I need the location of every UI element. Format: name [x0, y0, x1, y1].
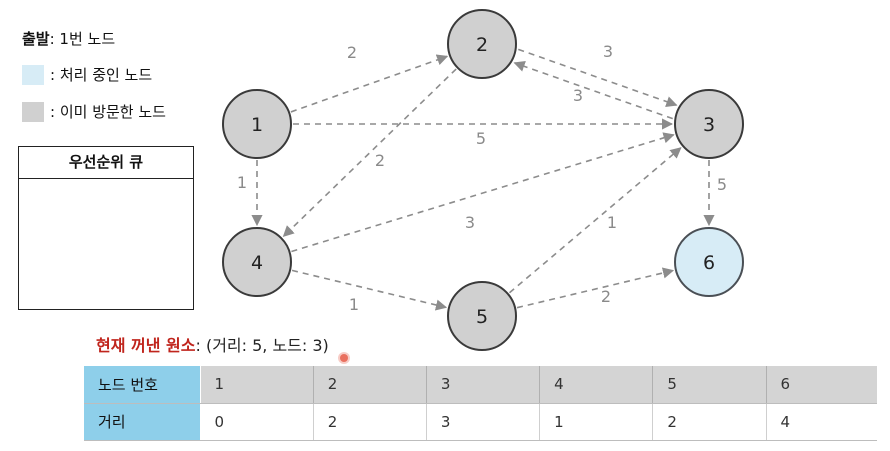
distance-cell: 4 [765, 403, 877, 441]
node-number-header: 노드 번호 [84, 366, 201, 404]
graph-node-3 [674, 89, 744, 159]
graph-node-4 [222, 227, 292, 297]
edge-2-4 [282, 68, 457, 238]
graph-node-label: 6 [703, 252, 715, 274]
start-legend: 출발: 1번 노드 [22, 28, 115, 49]
visited-swatch [22, 101, 44, 122]
graph-node-label: 5 [476, 306, 488, 328]
distance-header: 거리 [84, 402, 201, 441]
edge-1-2 [290, 54, 449, 113]
processing-swatch [22, 64, 44, 85]
node-number-cell: 4 [539, 366, 653, 404]
distance-cell: 2 [312, 403, 427, 441]
graph-node-label: 1 [251, 114, 263, 136]
edge-weight-label: 1 [349, 295, 359, 314]
edge-weight-label: 2 [601, 287, 611, 306]
edge-weight-label: 3 [573, 86, 583, 105]
distance-cell: 1 [539, 403, 653, 441]
node-number-cell: 6 [765, 366, 877, 404]
edge-weight-label: 3 [603, 42, 613, 61]
processing-legend: : 처리 중인 노드 [22, 64, 152, 85]
node-number-cell: 3 [425, 366, 540, 404]
edge-weight-label: 3 [465, 213, 475, 232]
current-element-value: : (거리: 5, 노드: 3) [195, 336, 329, 355]
graph-node-label: 2 [476, 34, 488, 56]
edge-2-3 [518, 48, 678, 108]
distance-table: 노드 번호 1 2 3 4 5 6 거리 0 2 3 1 2 4 [84, 366, 877, 441]
graph-node-1 [222, 89, 292, 159]
edge-5-6 [516, 267, 675, 309]
edge-weight-label: 2 [375, 151, 385, 170]
edge-weight-label: 5 [717, 175, 727, 194]
visited-legend: : 이미 방문한 노드 [22, 101, 166, 122]
graph-node-5 [447, 281, 517, 351]
edge-5-3 [508, 147, 682, 294]
node-number-cell: 5 [652, 366, 767, 404]
edge-weight-label: 1 [607, 213, 617, 232]
current-element-label: 현재 꺼낸 원소 [96, 336, 196, 355]
graph-node-6 [674, 227, 744, 297]
current-element: 현재 꺼낸 원소: (거리: 5, 노드: 3) [96, 332, 329, 356]
distance-cell: 0 [199, 403, 314, 441]
visited-legend-label: : 이미 방문한 노드 [50, 103, 166, 121]
edge-4-3 [291, 132, 675, 253]
start-value: : 1번 노드 [49, 30, 116, 48]
distance-row: 거리 0 2 3 1 2 4 [84, 402, 877, 441]
processing-legend-label: : 처리 중인 노드 [50, 66, 153, 84]
node-number-cell: 2 [312, 366, 427, 404]
edge-weight-label: 1 [237, 173, 247, 192]
distance-cell: 3 [425, 403, 540, 441]
edge-weight-label: 5 [476, 129, 486, 148]
priority-queue-title: 우선순위 큐 [19, 147, 193, 179]
node-number-row: 노드 번호 1 2 3 4 5 6 [84, 366, 877, 404]
graph-node-label: 3 [703, 114, 715, 136]
edge-4-5 [291, 269, 448, 311]
edge-3-2 [513, 60, 673, 120]
node-number-cell: 1 [199, 366, 314, 404]
priority-queue-box: 우선순위 큐 [18, 146, 194, 310]
distance-cell: 2 [652, 403, 767, 441]
start-label: 출발 [22, 30, 50, 48]
cursor-indicator [340, 354, 348, 362]
graph-node-label: 4 [251, 252, 263, 274]
edge-weight-label: 2 [347, 43, 357, 62]
graph-node-2 [447, 9, 517, 79]
